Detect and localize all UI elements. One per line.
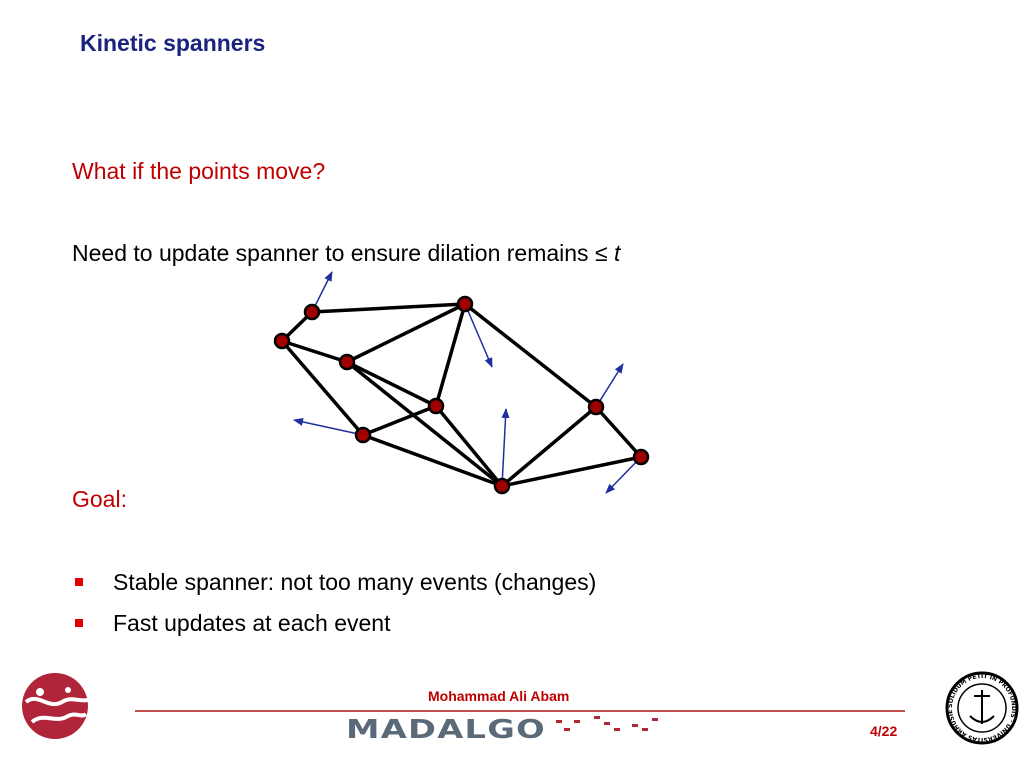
- motion-arrow: [605, 456, 642, 494]
- graph-nodes: [273, 295, 650, 495]
- question-text: What if the points move?: [72, 158, 326, 184]
- statement-main: Need to update spanner to ensure dilatio…: [72, 240, 614, 266]
- motion-arrow: [293, 418, 364, 436]
- graph-edge: [362, 433, 503, 488]
- graph-node: [587, 398, 605, 416]
- graph-edge: [346, 302, 466, 364]
- bullet-text: Stable spanner: not too many events (cha…: [113, 569, 597, 595]
- graph-node: [493, 477, 511, 495]
- statement-variable: t: [613, 240, 621, 266]
- graph-edge: [346, 360, 437, 408]
- graph-edge: [280, 339, 365, 437]
- graph-edge: [594, 405, 643, 459]
- goal-label: Goal:: [72, 486, 127, 512]
- motion-arrow: [464, 303, 493, 368]
- author-name: Mohammad Ali Abam: [428, 688, 570, 704]
- graph-edge: [345, 360, 504, 488]
- madalgo-logo: MADALGO: [346, 715, 658, 745]
- slide-title: Kinetic spanners: [80, 30, 266, 56]
- graph-edge: [362, 404, 437, 437]
- university-logo-icon: [22, 673, 89, 739]
- graph-node: [303, 303, 321, 321]
- bullet-item: Fast updates at each event: [72, 607, 596, 648]
- graph-edges: [280, 302, 643, 488]
- graph-node: [354, 426, 372, 444]
- graph-node: [273, 332, 291, 350]
- bullet-text: Fast updates at each event: [113, 610, 391, 636]
- motion-arrow: [501, 408, 510, 487]
- footer-divider: [135, 710, 905, 712]
- graph-edge: [463, 302, 598, 409]
- statement-text: Need to update spanner to ensure dilatio…: [72, 240, 620, 267]
- graph-edge: [434, 303, 467, 407]
- university-seal-icon: SOLIDUM PETIT IN PROFUNDIS · UNIVERSITAS…: [944, 670, 1019, 745]
- graph-edge: [500, 405, 598, 488]
- graph-edge: [501, 455, 642, 488]
- graph-edge: [281, 339, 348, 364]
- motion-arrow: [595, 363, 624, 408]
- graph-edge: [434, 404, 504, 488]
- square-bullet-icon: [75, 578, 83, 586]
- graph-node: [456, 295, 474, 313]
- graph-node: [427, 397, 445, 415]
- bullet-item: Stable spanner: not too many events (cha…: [72, 566, 596, 607]
- square-bullet-icon: [75, 619, 83, 627]
- graph-node: [632, 448, 650, 466]
- madalgo-logo-text: MADALGO: [346, 715, 546, 745]
- graph-edge: [311, 302, 466, 314]
- graph-node: [338, 353, 356, 371]
- page-number: 4/22: [870, 723, 898, 739]
- goal-bullet-list: Stable spanner: not too many events (cha…: [72, 566, 596, 648]
